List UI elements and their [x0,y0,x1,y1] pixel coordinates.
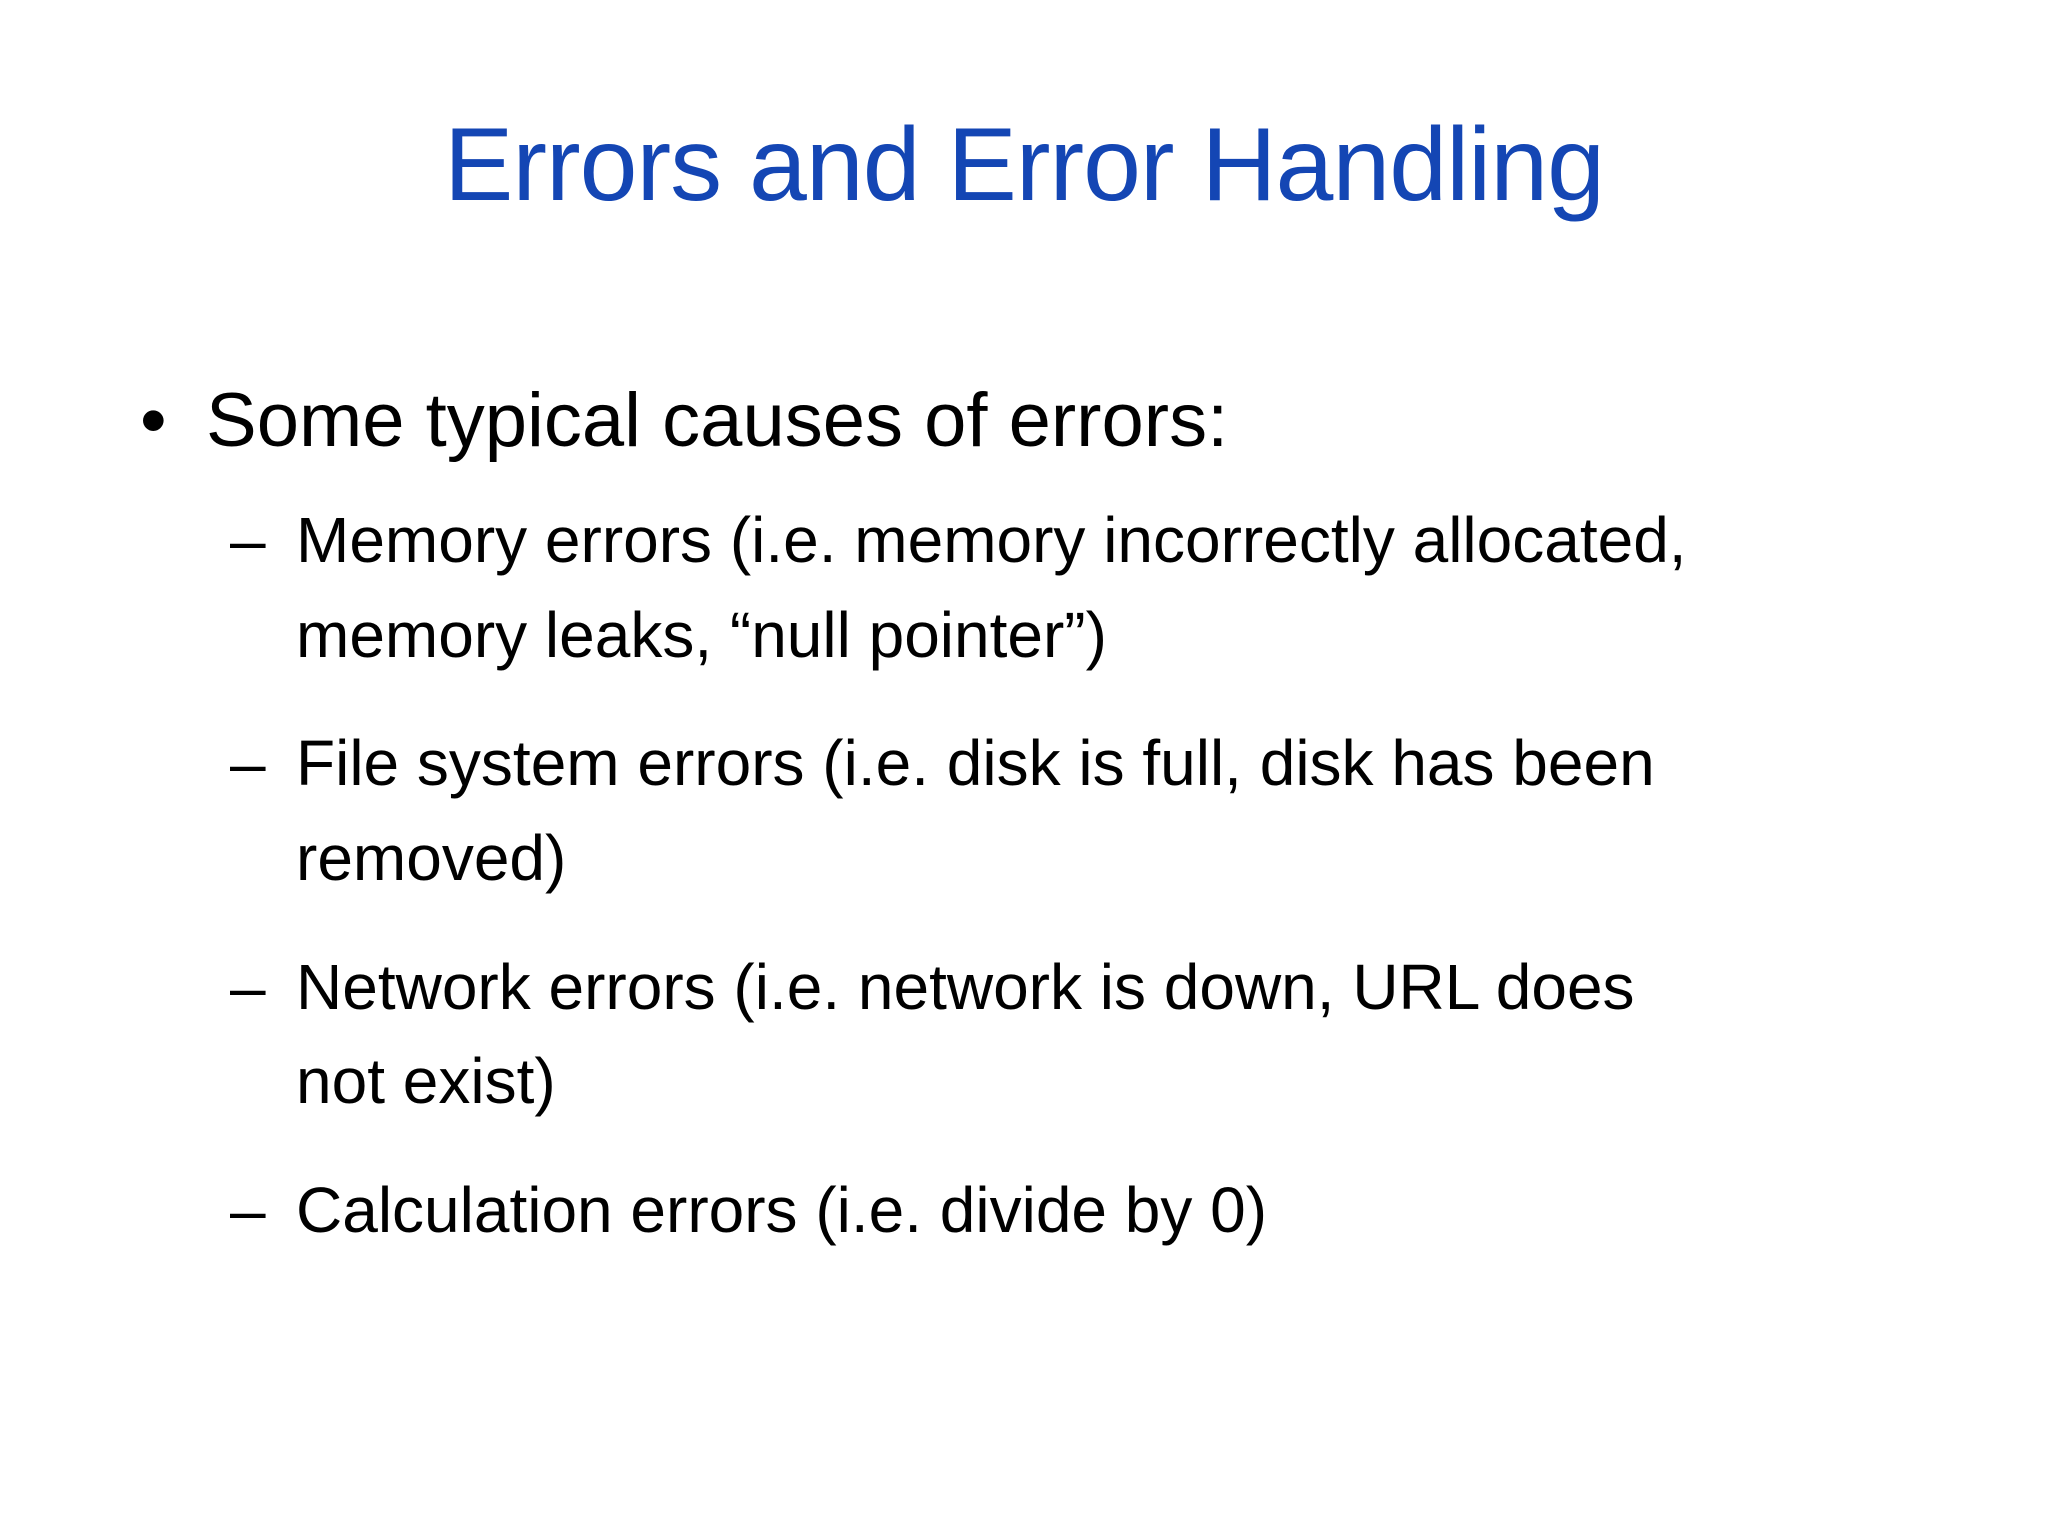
bullet-dot-icon: • [140,378,167,463]
slide-body: • Some typical causes of errors: – Memor… [140,372,1952,1292]
dash-bullet-icon: – [230,727,266,800]
sub-bullet-text: Memory errors (i.e. memory incorrectly a… [296,503,1687,671]
sub-bullet-text: File system errors (i.e. disk is full, d… [296,727,1655,894]
dash-bullet-icon: – [230,503,266,576]
sub-bullet-list: – Memory errors (i.e. memory incorrectly… [230,493,1952,1258]
dash-bullet-icon: – [230,950,266,1023]
sub-bullet-text: Network errors (i.e. network is down, UR… [296,950,1635,1118]
list-item: • Some typical causes of errors: [140,372,1952,471]
bullet-text: Some typical causes of errors: [206,378,1229,463]
dash-bullet-icon: – [230,1174,266,1247]
list-item: – Network errors (i.e. network is down, … [230,940,1952,1129]
list-item: – Memory errors (i.e. memory incorrectly… [230,493,1952,682]
list-item: – Calculation errors (i.e. divide by 0) [230,1163,1952,1258]
sub-bullet-text: Calculation errors (i.e. divide by 0) [296,1174,1268,1247]
slide-title: Errors and Error Handling [444,107,1605,223]
list-item: – File system errors (i.e. disk is full,… [230,716,1952,905]
